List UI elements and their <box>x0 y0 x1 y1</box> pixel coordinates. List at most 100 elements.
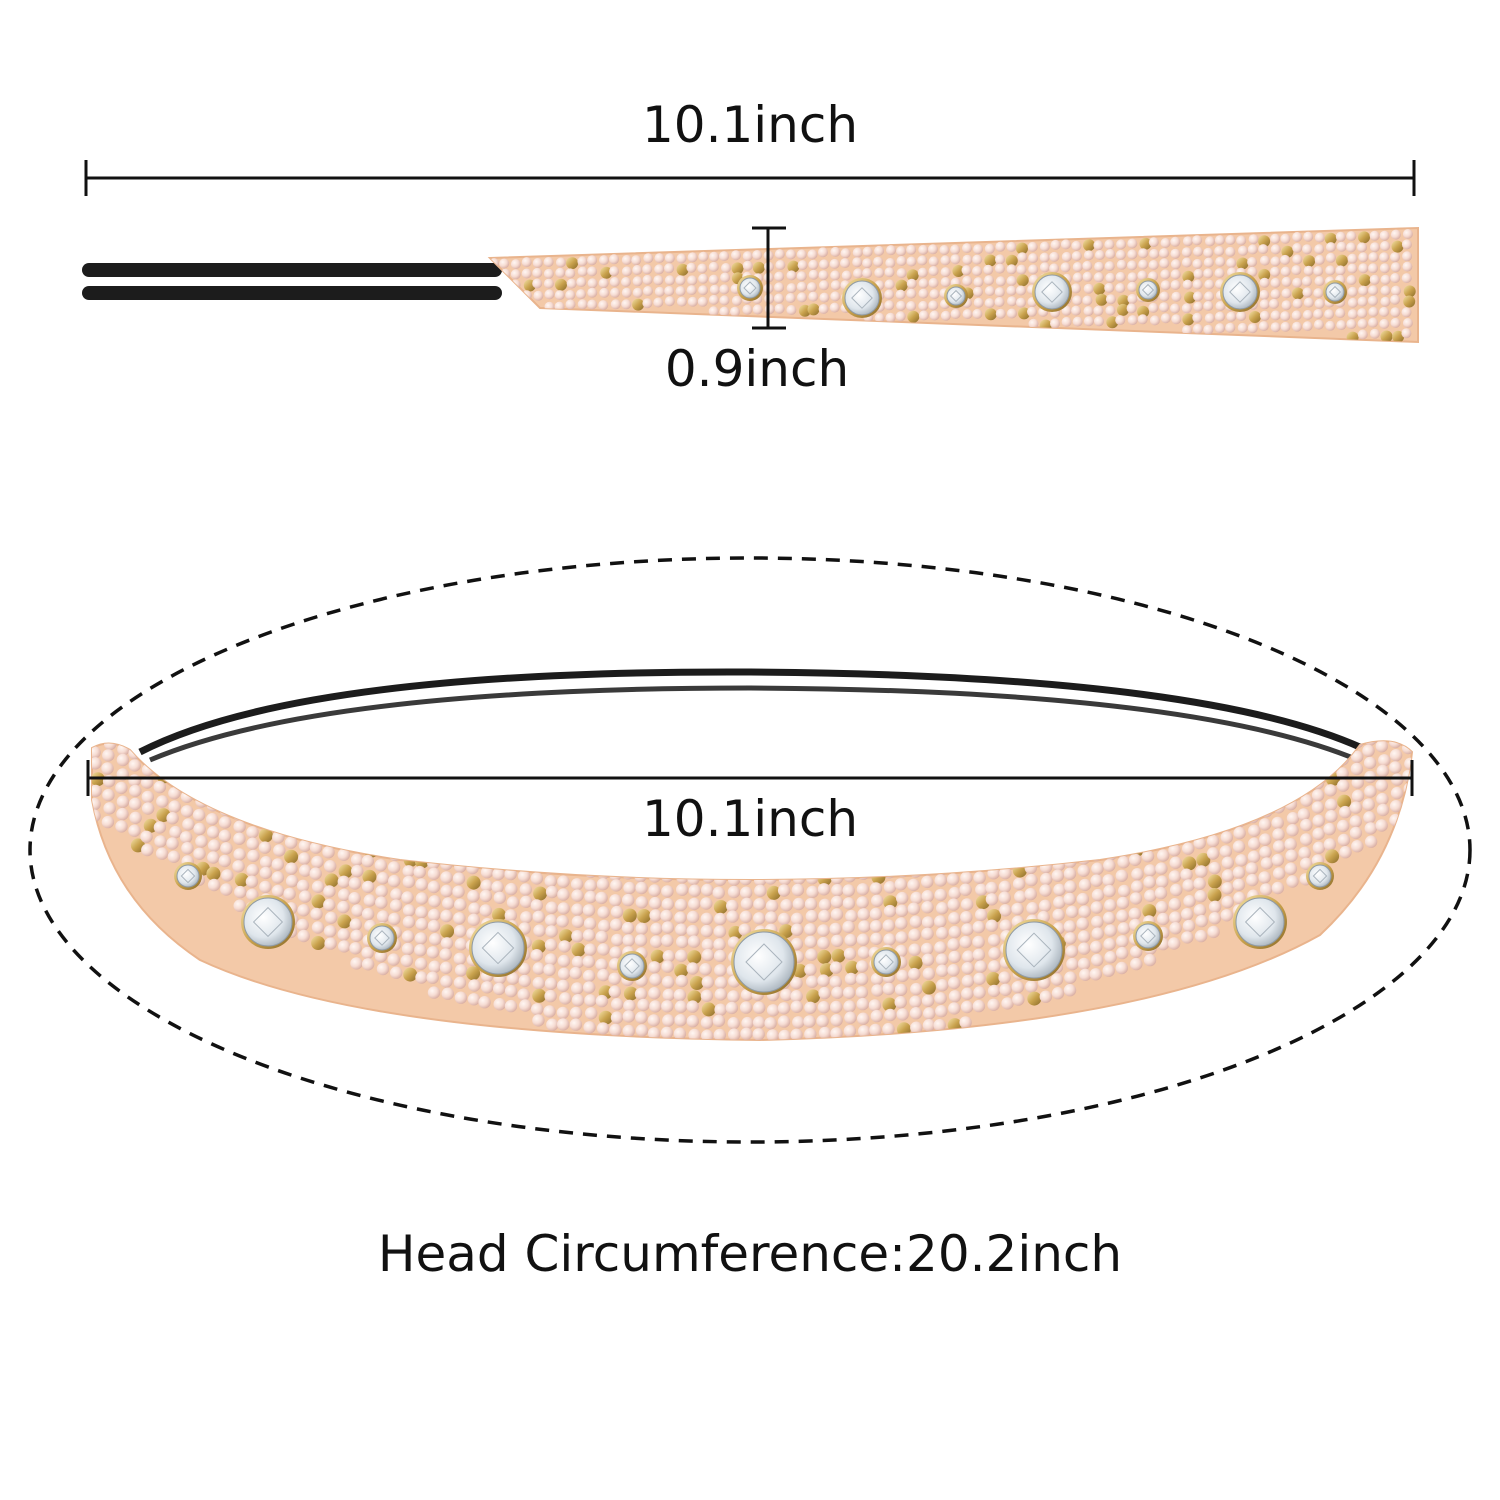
pearl-bead <box>545 885 559 899</box>
pearl-bead <box>1375 819 1388 832</box>
pearl-bead <box>90 705 102 717</box>
pearl-bead <box>168 787 181 800</box>
pearl-bead <box>742 260 753 271</box>
pearl-bead <box>587 278 598 289</box>
pearl-bead <box>1065 816 1078 830</box>
gold-bead <box>234 768 249 783</box>
pearl-bead <box>597 866 610 880</box>
pearl-bead <box>101 815 115 829</box>
pearl-bead <box>1368 306 1379 317</box>
pearl-bead <box>701 883 714 897</box>
curved-headband <box>90 668 1414 1042</box>
pearl-bead <box>753 912 766 925</box>
pearl-bead <box>571 889 584 902</box>
pearl-bead <box>609 946 622 959</box>
pearl-bead <box>1053 896 1066 909</box>
pearl-bead <box>675 286 686 297</box>
pearl-bead <box>1299 755 1313 768</box>
gold-bead <box>598 1010 613 1025</box>
pearl-bead <box>466 861 479 875</box>
pearl-bead <box>764 1017 777 1030</box>
gold-bead <box>674 963 689 978</box>
pearl-bead <box>922 1018 936 1032</box>
pearl-bead <box>998 814 1011 827</box>
pearl-bead <box>401 930 415 943</box>
gold-bead <box>947 1018 962 1033</box>
pearl-bead <box>1347 286 1358 297</box>
pearl-bead <box>1050 318 1060 329</box>
pearl-bead <box>731 295 742 306</box>
pearl-bead <box>1203 301 1214 311</box>
pearl-bead <box>1204 313 1215 324</box>
pearl-bead <box>858 920 871 933</box>
gold-bead <box>1303 255 1316 268</box>
pearl-bead <box>1203 257 1214 268</box>
pearl-bead <box>297 812 310 825</box>
pearl-bead <box>519 830 532 843</box>
pearl-bead <box>1013 824 1027 837</box>
pearl-bead <box>1219 790 1232 803</box>
pearl-bead <box>1232 878 1246 891</box>
pearl-bead <box>1129 790 1142 803</box>
pearl-bead <box>167 761 180 774</box>
pearl-bead <box>975 883 988 896</box>
pearl-bead <box>1401 328 1412 339</box>
pearl-bead <box>414 944 427 957</box>
gold-bead <box>271 793 286 808</box>
pearl-bead <box>701 976 714 989</box>
pearl-bead <box>871 984 884 997</box>
pearl-bead <box>285 823 298 836</box>
pearl-bead <box>1390 786 1404 800</box>
pearl-bead <box>623 881 636 895</box>
pearl-bead <box>635 1024 649 1037</box>
gold-bead <box>1391 240 1404 253</box>
pearl-bead <box>335 797 348 810</box>
pearl-bead <box>565 290 576 300</box>
pearl-bead <box>1247 266 1258 277</box>
pearl-bead <box>985 919 999 932</box>
pearl-bead <box>569 1006 583 1020</box>
pearl-bead <box>1286 824 1299 837</box>
pearl-bead <box>869 907 883 921</box>
pearl-bead <box>323 885 336 898</box>
pearl-bead <box>571 955 585 969</box>
pearl-bead <box>555 257 566 268</box>
pearl-bead <box>193 783 206 797</box>
pearl-bead <box>1325 320 1336 331</box>
pearl-bead <box>741 1016 754 1030</box>
pearl-bead <box>675 923 688 936</box>
pearl-bead <box>500 279 510 290</box>
gold-bead <box>623 986 638 1001</box>
pearl-bead <box>948 976 961 990</box>
pearl-bead <box>649 856 662 869</box>
pearl-bead <box>1325 810 1338 823</box>
pearl-bead <box>719 251 730 262</box>
pearl-bead <box>818 909 831 923</box>
pearl-bead <box>1006 275 1017 286</box>
pearl-bead <box>1039 884 1052 897</box>
pearl-bead <box>995 254 1005 265</box>
pearl-bead <box>857 908 870 921</box>
pearl-bead <box>1206 808 1220 821</box>
pearl-bead <box>778 912 791 926</box>
pearl-bead <box>1192 235 1203 246</box>
pearl-bead <box>1091 927 1104 940</box>
pearl-bead <box>141 763 155 777</box>
pearl-bead <box>766 1029 779 1040</box>
gold-bead <box>600 266 613 279</box>
pearl-bead <box>1335 265 1346 276</box>
pearl-bead <box>246 863 259 877</box>
pearl-bead <box>557 967 571 980</box>
pearl-bead <box>259 803 272 816</box>
pearl-bead <box>207 826 220 839</box>
pearl-bead <box>310 907 323 921</box>
pearl-bead <box>676 871 689 884</box>
pearl-bead <box>104 741 117 751</box>
pearl-bead <box>661 921 675 934</box>
pearl-bead <box>532 278 543 289</box>
pearl-bead <box>376 831 389 844</box>
pearl-bead <box>1072 272 1083 283</box>
pearl-bead <box>571 982 584 995</box>
pearl-bead <box>818 986 831 1000</box>
pearl-bead <box>1116 946 1129 960</box>
